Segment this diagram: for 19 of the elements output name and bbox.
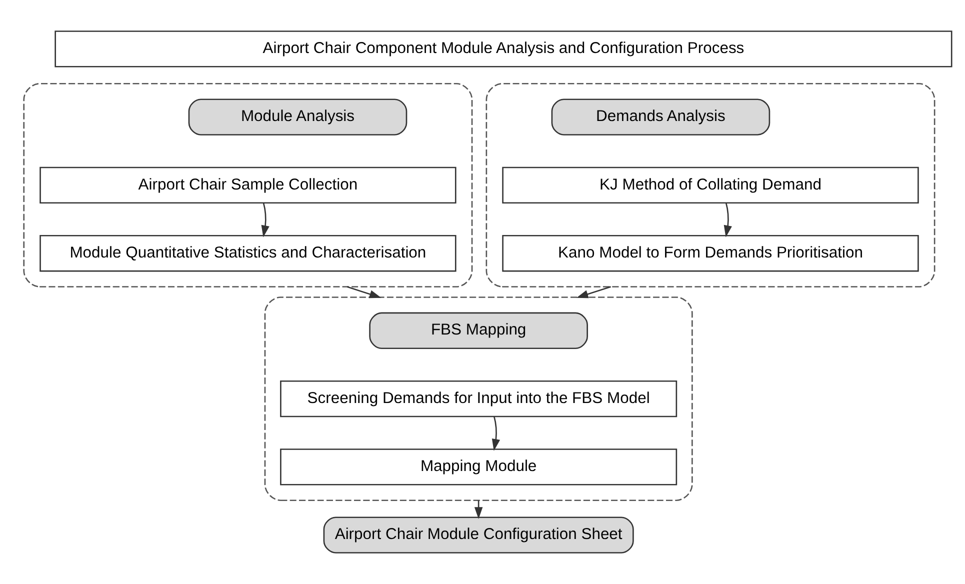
node-box: Module Quantitative Statistics and Characterisation: [40, 235, 456, 272]
node-box: Airport Chair Component Module Analysis and Configuration Process: [54, 30, 952, 68]
node-box: Module Analysis: [188, 98, 408, 136]
arrow: [576, 286, 612, 298]
node-box: KJ Method of Collating Demand: [502, 166, 919, 204]
cluster: [486, 83, 936, 288]
node-box: FBS Mapping: [369, 312, 588, 349]
arrow: [724, 202, 732, 238]
cluster: [23, 83, 473, 288]
arrow: [492, 416, 500, 451]
node-box: Airport Chair Sample Collection: [40, 166, 456, 204]
node-box: Airport Chair Module Configuration Sheet: [323, 516, 634, 554]
node-box: Kano Model to Form Demands Prioritisation: [502, 235, 919, 272]
arrow: [346, 286, 382, 298]
arrow: [261, 202, 270, 238]
node-box: Mapping Module: [280, 448, 678, 486]
node-box: Demands Analysis: [551, 98, 770, 136]
cluster: [264, 296, 693, 501]
node-box: Screening Demands for Input into the FBS Model: [280, 380, 678, 418]
